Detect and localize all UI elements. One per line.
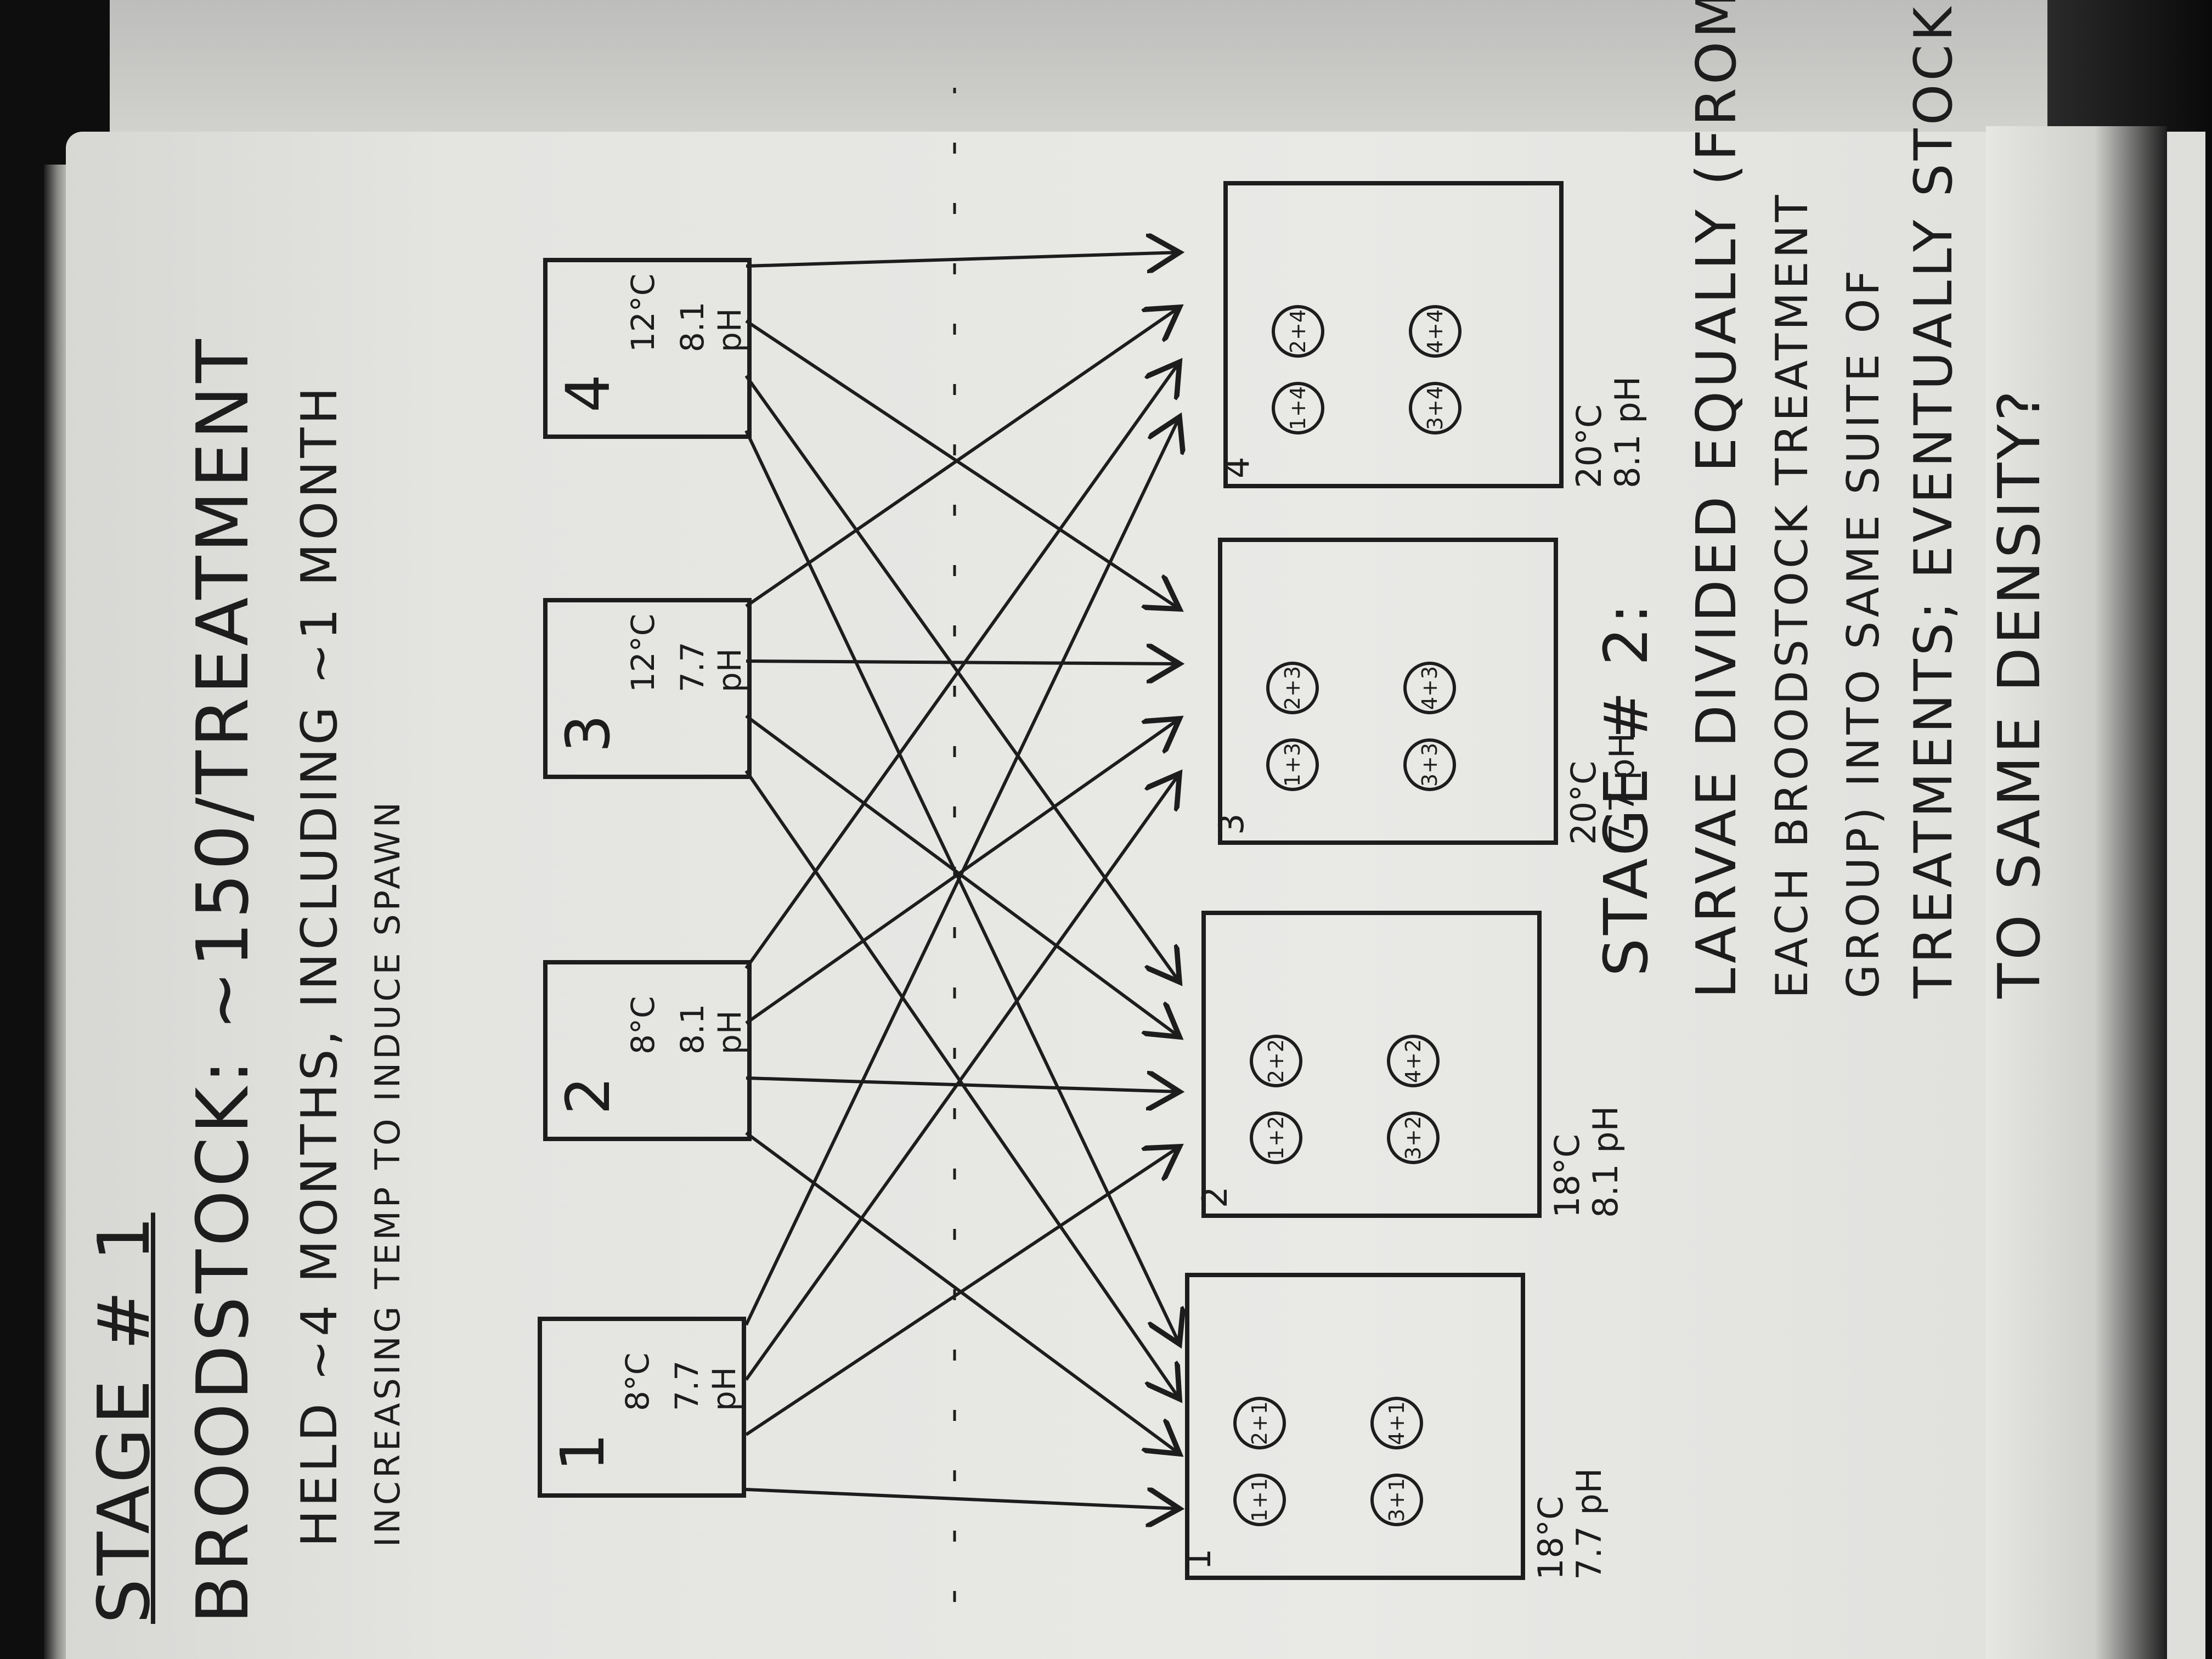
stage2-line-4: TREATMENTS; EVENTUALLY STOCKED <box>1904 0 1964 998</box>
arrow-2-to-4 <box>744 362 1180 969</box>
stage2-line-5: TO SAME DENSITY? <box>1986 387 2053 998</box>
handwritten-diagram: STAGE # 1 BROODSTOCK: ~150/TREATMENT HEL… <box>60 0 2118 1635</box>
arrow-1-to-1 <box>746 1489 1180 1509</box>
stage2-line-1: LARVAE DIVIDED EQUALLY (FROM <box>1684 0 1748 998</box>
arrow-4-to-2 <box>744 375 1180 982</box>
notebook-page <box>66 132 2205 1659</box>
arrow-4-to-3 <box>745 319 1180 609</box>
arrow-2-to-3 <box>745 719 1180 1025</box>
stage2-line-3: GROUP) INTO SAME SUITE OF <box>1838 267 1889 998</box>
arrow-2-to-1 <box>745 1131 1180 1454</box>
arrow-layer <box>744 88 2118 1602</box>
arrow-3-to-1 <box>744 770 1180 1399</box>
arrow-1-to-3 <box>744 774 1180 1381</box>
stage2-line-2: EACH BROODSTOCK TREATMENT <box>1767 191 1818 998</box>
background-top <box>110 0 2212 137</box>
arrow-4-to-4 <box>746 252 1180 266</box>
arrow-3-to-2 <box>745 714 1180 1037</box>
arrow-3-to-3 <box>746 661 1180 664</box>
notebook-page-fold <box>1986 126 2167 1659</box>
arrow-4-to-1 <box>744 430 1180 1344</box>
stage2-heading: STAGE # 2: <box>1591 600 1661 977</box>
arrow-3-to-4 <box>745 307 1180 608</box>
